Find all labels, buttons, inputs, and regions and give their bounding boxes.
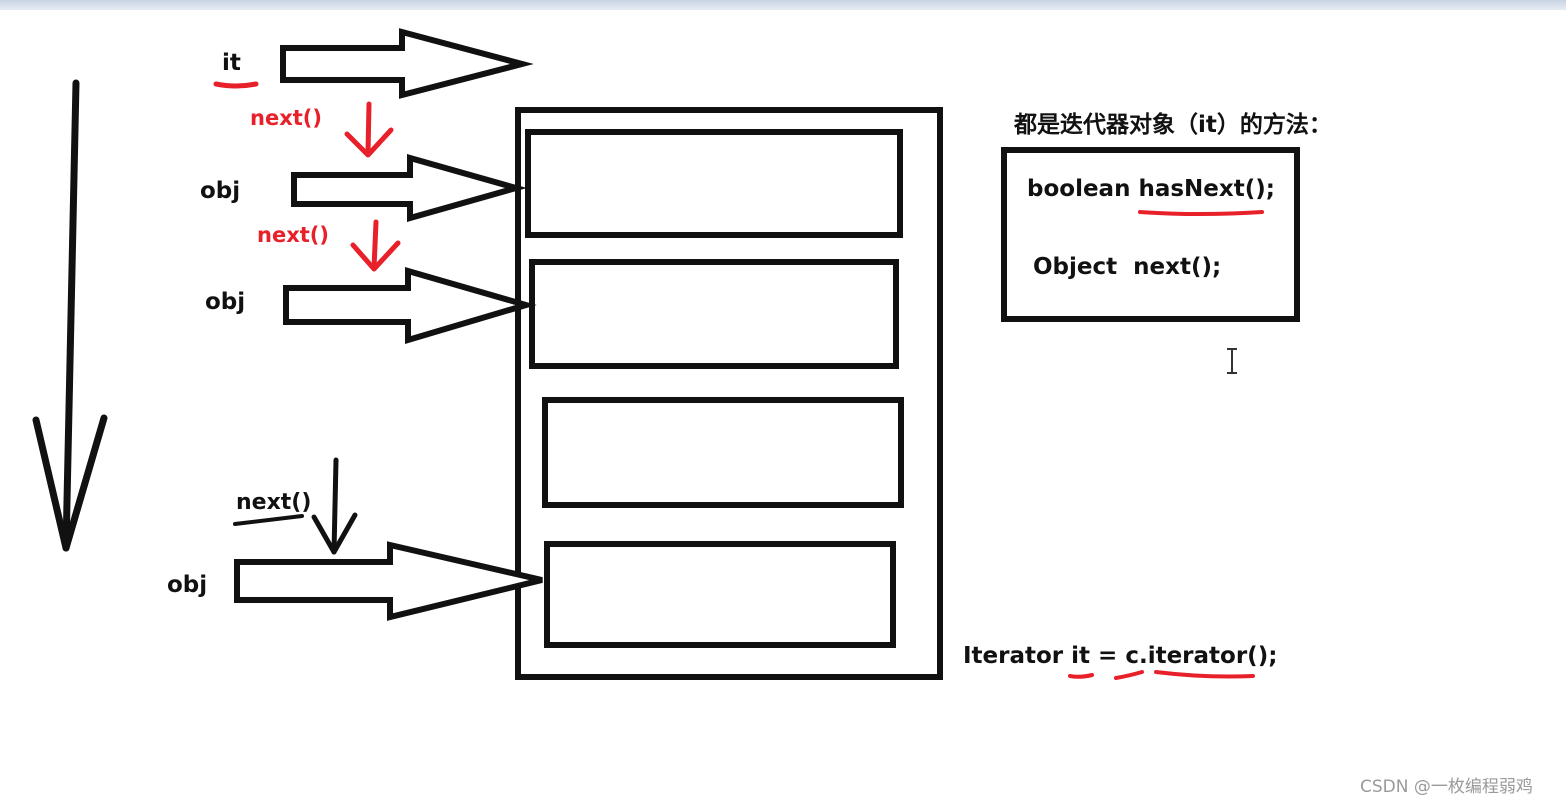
obj-pointer-arrow-1 — [291, 154, 528, 222]
obj-pointer-arrow-3 — [234, 541, 543, 621]
code-it-underline — [1068, 673, 1094, 679]
method-hasnext: boolean hasNext(); — [1027, 176, 1275, 202]
watermark: CSDN @一枚编程弱鸡 — [1360, 777, 1533, 797]
collection-element-4 — [544, 541, 896, 648]
obj-label-3: obj — [167, 572, 208, 598]
obj-label-1: obj — [200, 178, 241, 204]
next-call-label-1: next() — [250, 106, 322, 130]
hasnext-underline — [1138, 210, 1264, 216]
collection-container — [515, 107, 943, 680]
next-underline — [233, 514, 304, 526]
code-iterator-underline — [1154, 670, 1255, 679]
iterator-pointer-arrow — [280, 28, 534, 99]
collection-element-3 — [542, 397, 904, 508]
next-step-arrow-1 — [344, 101, 394, 158]
it-underline — [213, 81, 259, 89]
obj-pointer-arrow-2 — [283, 267, 537, 345]
text-cursor-icon — [1227, 348, 1237, 374]
next-call-label-3: next() — [236, 490, 312, 515]
next-step-arrow-3 — [311, 457, 358, 555]
methods-panel-box — [1001, 147, 1300, 322]
next-step-arrow-2 — [350, 219, 401, 272]
code-c-underline — [1114, 670, 1144, 680]
collection-element-1 — [525, 129, 903, 238]
collection-element-2 — [529, 259, 899, 369]
method-next: Object next(); — [1033, 254, 1222, 280]
iterator-variable-label: it — [222, 50, 241, 76]
next-call-label-2: next() — [257, 223, 329, 247]
traversal-direction-arrow — [32, 79, 108, 552]
window-top-edge — [0, 0, 1566, 10]
methods-panel-title: 都是迭代器对象（it）的方法： — [1014, 112, 1332, 138]
iterator-creation-code: Iterator it = c.iterator(); — [963, 643, 1278, 669]
obj-label-2: obj — [205, 289, 246, 315]
